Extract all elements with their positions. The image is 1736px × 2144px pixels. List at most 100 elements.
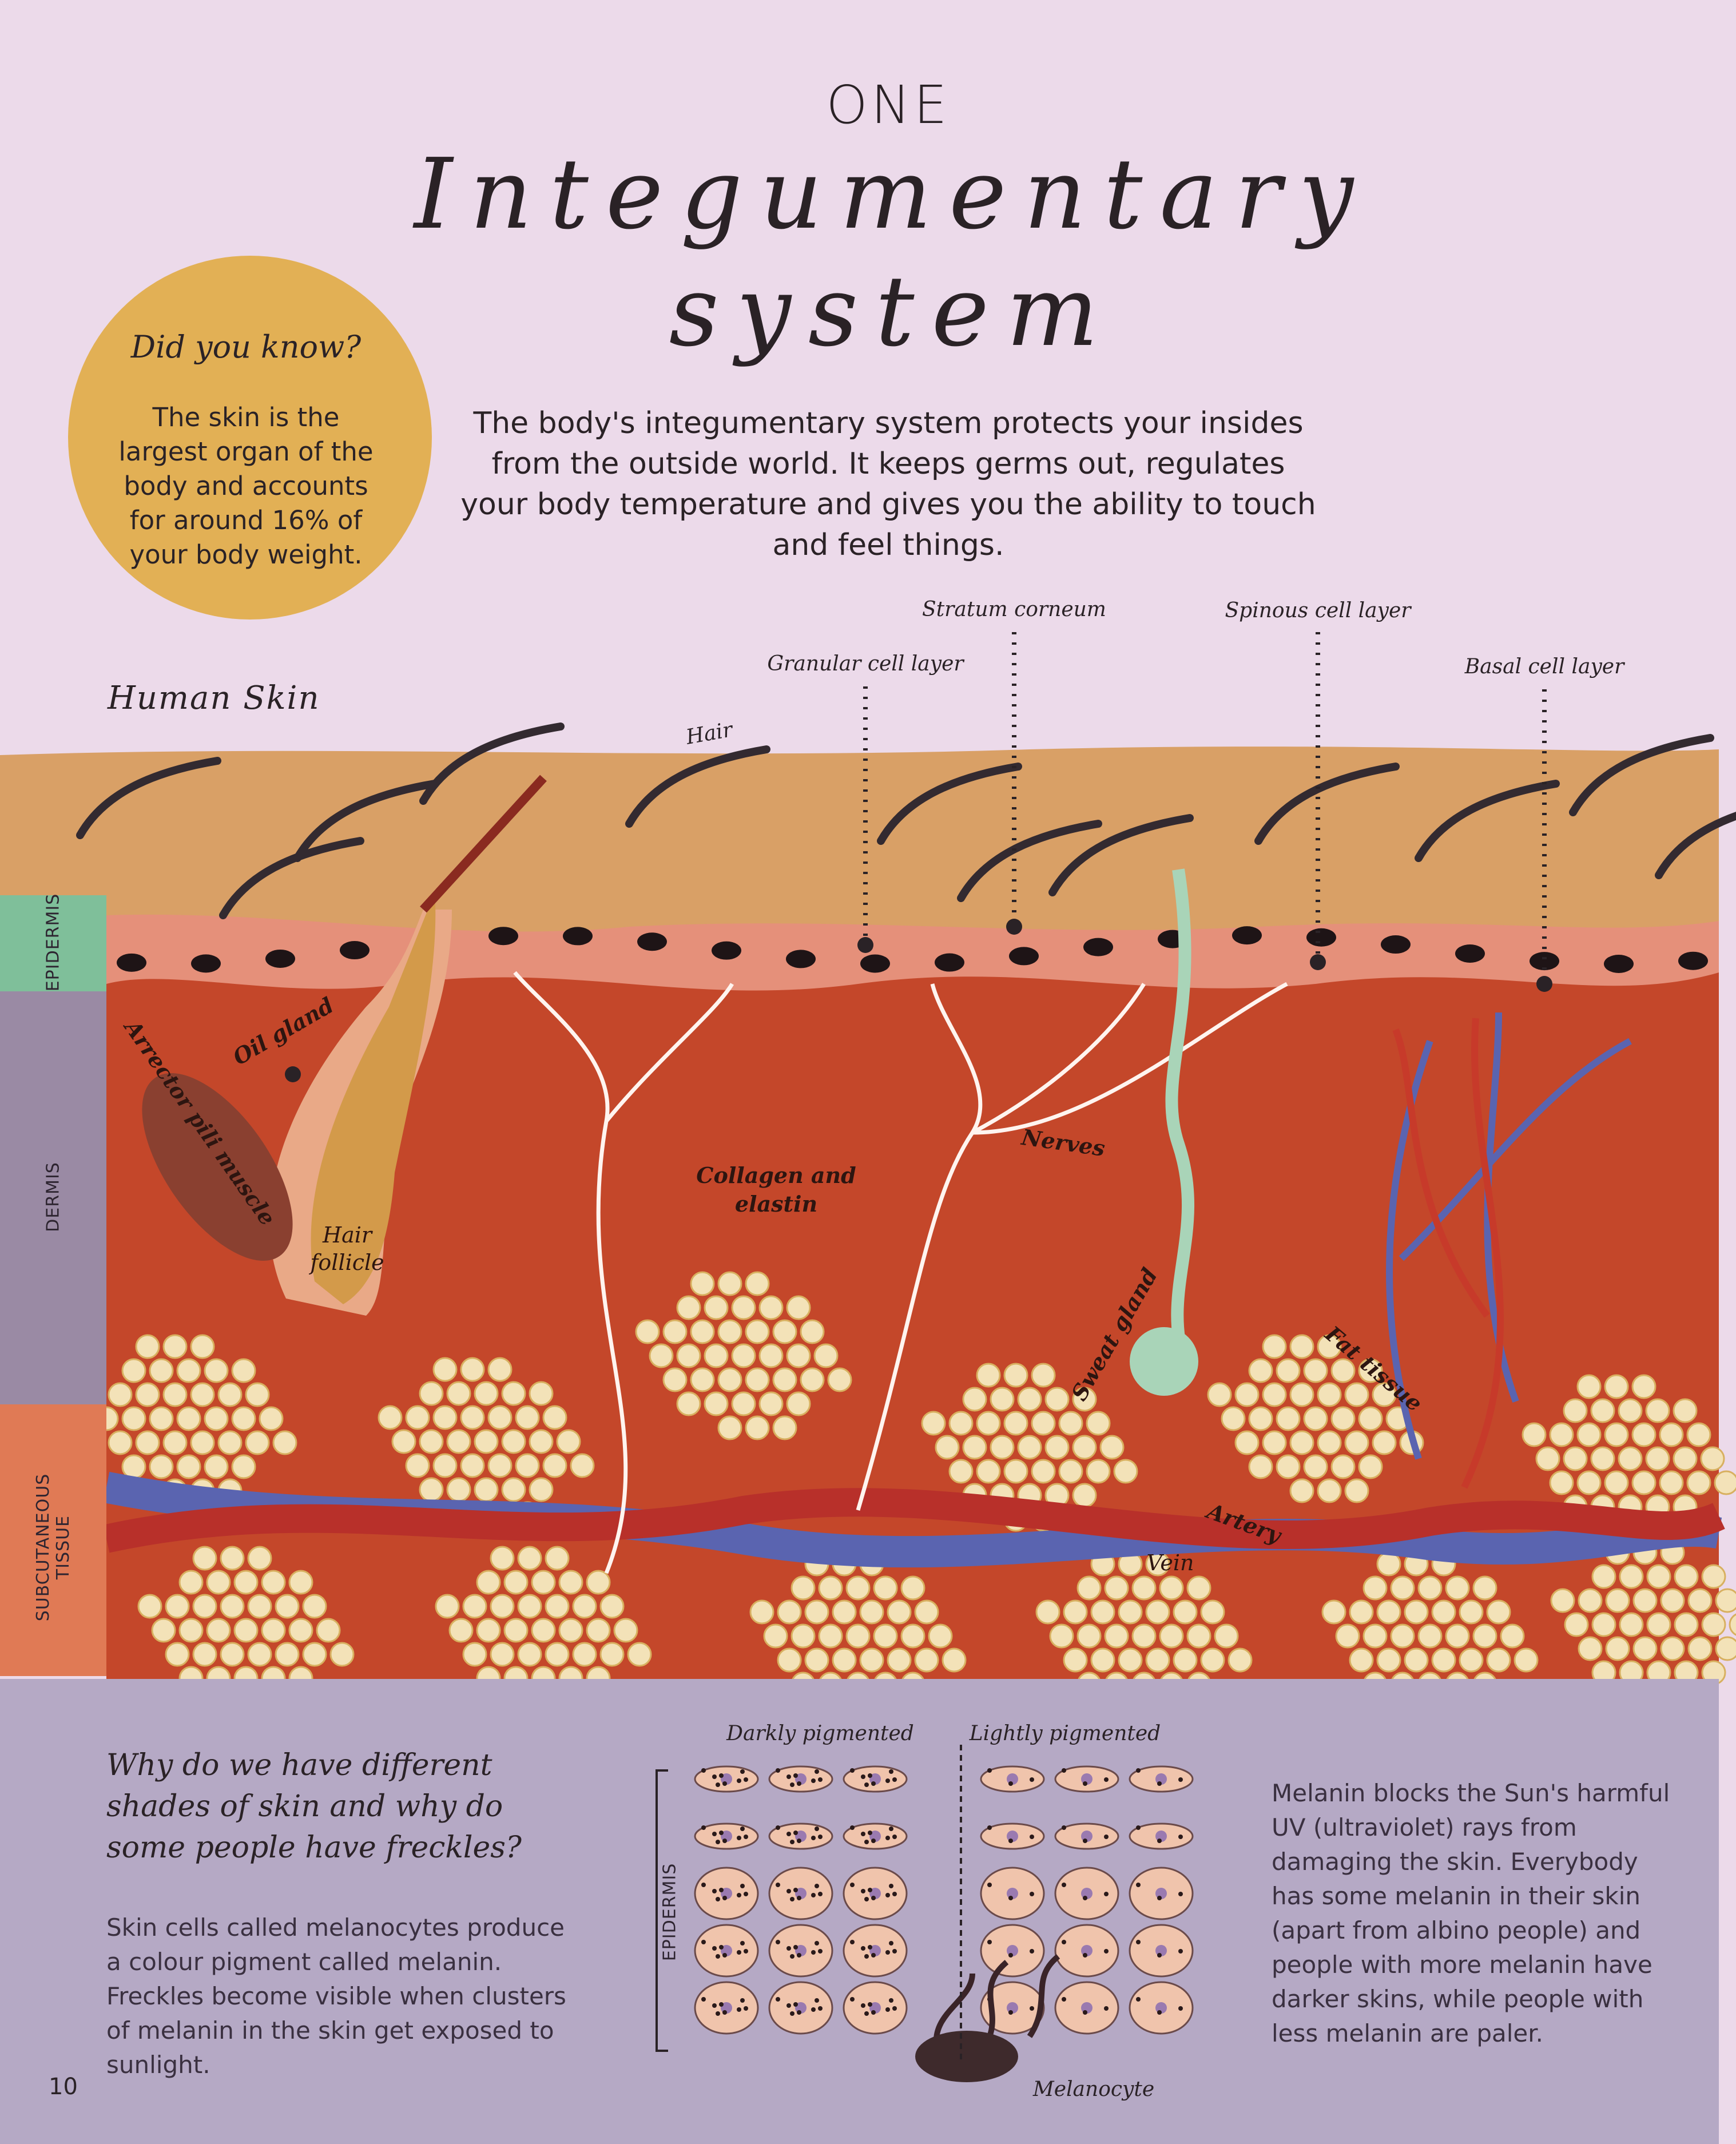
fat-cell <box>1576 1374 1602 1399</box>
fat-cell <box>962 1435 987 1460</box>
skin-cell-nucleus <box>1604 954 1634 973</box>
fat-cell <box>1072 1435 1097 1460</box>
fat-cell <box>586 1618 611 1643</box>
fat-cell <box>1248 1406 1273 1431</box>
fat-cell <box>247 1546 272 1571</box>
fat-cell <box>599 1594 625 1619</box>
fat-cell <box>149 1454 174 1479</box>
fat-cell <box>1618 1398 1643 1423</box>
fat-cell <box>192 1594 217 1619</box>
fat-cell <box>921 1411 946 1436</box>
fat-cell <box>572 1594 597 1619</box>
fat-cell <box>1063 1647 1088 1673</box>
fat-cell <box>758 1343 784 1368</box>
fat-cell <box>233 1618 259 1643</box>
fat-cell <box>1660 1588 1685 1613</box>
fat-cell <box>1104 1575 1129 1601</box>
fat-cell <box>1563 1446 1588 1471</box>
fat-cell <box>613 1618 638 1643</box>
skin-cell-nucleus <box>637 932 667 951</box>
skin-cell-nucleus <box>1009 947 1039 966</box>
fat-cell <box>1086 1411 1111 1436</box>
fat-cell <box>1017 1387 1042 1412</box>
label-stratum-corneum: Stratum corneum <box>922 598 1106 621</box>
fat-cell <box>316 1618 341 1643</box>
hair-strand <box>625 745 770 828</box>
fat-cell <box>165 1594 190 1619</box>
fat-cell <box>1031 1411 1056 1436</box>
fat-cell <box>165 1642 190 1667</box>
fat-cell <box>178 1570 204 1595</box>
label-darkly-pigmented: Darkly pigmented <box>726 1722 914 1745</box>
fat-cell <box>1090 1647 1115 1673</box>
fat-cell <box>391 1429 416 1454</box>
sweat-gland-duct <box>1165 868 1194 1364</box>
fat-cell <box>1687 1636 1713 1661</box>
fat-cell <box>1358 1358 1383 1383</box>
fat-cell <box>731 1295 756 1320</box>
fat-cell <box>1317 1478 1342 1503</box>
label-follicle: Hair follicle <box>310 1222 384 1275</box>
fat-cell <box>529 1429 554 1454</box>
fat-cell <box>786 1295 811 1320</box>
fat-cell <box>1262 1382 1287 1407</box>
fat-cell <box>531 1618 556 1643</box>
fat-cell <box>1472 1623 1497 1649</box>
fat-cell <box>1031 1363 1056 1388</box>
fat-cell <box>586 1570 611 1595</box>
fat-cell <box>1714 1470 1736 1495</box>
fat-cell <box>1289 1334 1314 1359</box>
fat-cell <box>558 1618 583 1643</box>
fat-cell <box>1303 1454 1328 1479</box>
fat-cell <box>487 1453 513 1478</box>
fat-cell <box>432 1405 458 1430</box>
fat-cell <box>1248 1454 1273 1479</box>
fat-cell <box>1131 1575 1157 1601</box>
fat-cell <box>192 1642 217 1667</box>
fat-cell <box>233 1570 259 1595</box>
fat-cell <box>827 1367 852 1392</box>
label-lightly-pigmented: Lightly pigmented <box>969 1722 1161 1745</box>
fat-cell <box>1645 1398 1670 1423</box>
fat-cell <box>777 1599 802 1625</box>
fat-cell <box>887 1599 912 1625</box>
fat-cell <box>259 1406 284 1431</box>
fat-cell <box>206 1618 231 1643</box>
fat-cell <box>832 1599 857 1625</box>
fat-cell <box>204 1358 229 1383</box>
skin-cell-nucleus <box>117 953 146 972</box>
fat-cell <box>1031 1459 1056 1484</box>
fat-cell <box>1431 1647 1456 1673</box>
fat-cell <box>962 1387 987 1412</box>
fat-cell <box>1131 1623 1157 1649</box>
fat-cell <box>1049 1623 1074 1649</box>
did-you-know-heading: Did you know? <box>130 329 361 365</box>
fat-cell <box>976 1411 1001 1436</box>
page-title-line2: system <box>669 255 1116 368</box>
skin-cell-nucleus <box>1530 952 1559 971</box>
fat-cell <box>1317 1334 1342 1359</box>
fat-cell <box>1549 1470 1574 1495</box>
fat-cell <box>288 1618 313 1643</box>
fat-cell <box>1715 1588 1736 1613</box>
fat-cell <box>1344 1430 1369 1455</box>
fat-cell <box>928 1623 953 1649</box>
fat-cell <box>1631 1374 1656 1399</box>
fat-cell <box>329 1642 355 1667</box>
fat-cell <box>690 1271 715 1296</box>
fat-cell <box>976 1363 1001 1388</box>
fat-cell <box>542 1405 567 1430</box>
fat-cell <box>772 1415 797 1440</box>
fat-cell <box>487 1357 513 1382</box>
fat-cell <box>1673 1398 1698 1423</box>
fat-cell <box>745 1415 770 1440</box>
fat-cell <box>272 1430 297 1455</box>
fat-cell <box>1362 1623 1388 1649</box>
fat-cell <box>1522 1422 1547 1447</box>
fat-cell <box>873 1575 898 1601</box>
fat-cell <box>108 1382 133 1407</box>
fat-cell <box>192 1546 217 1571</box>
fat-cell <box>435 1594 460 1619</box>
hair-strand <box>1655 812 1736 879</box>
fat-cell <box>1729 1613 1736 1636</box>
